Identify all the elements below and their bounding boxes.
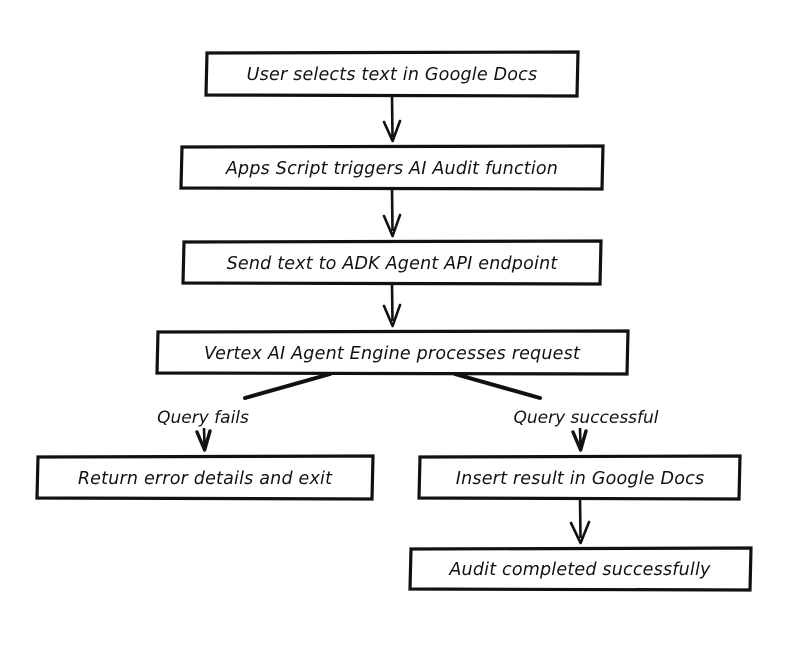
edge-apps-script-to-send-text bbox=[382, 188, 402, 238]
edge-send-text-to-vertex bbox=[382, 283, 402, 328]
node-audit-completed[interactable]: Audit completed successfully bbox=[408, 546, 753, 592]
branch-diagonal-line-right bbox=[453, 372, 542, 400]
edge-insert-result-to-audit-complete bbox=[569, 498, 591, 545]
edge-line bbox=[390, 95, 394, 138]
node-box-shape bbox=[155, 329, 630, 376]
arrow-head-icon bbox=[195, 429, 212, 452]
edge-label-query-successful: Query successful bbox=[513, 408, 658, 428]
arrow-head-icon bbox=[569, 520, 591, 545]
edge-vertex-to-insert-result: Query successful bbox=[453, 372, 659, 452]
node-box-shape bbox=[408, 546, 753, 592]
node-user-selects-text[interactable]: User selects text in Google Docs bbox=[204, 50, 580, 98]
branch-diagonal-line-left bbox=[243, 372, 332, 400]
node-vertex-ai-agent-engine[interactable]: Vertex AI Agent Engine processes request bbox=[155, 329, 630, 376]
node-insert-result-google-docs[interactable]: Insert result in Google Docs bbox=[417, 454, 742, 501]
node-box-shape bbox=[35, 454, 375, 501]
node-send-text-adk[interactable]: Send text to ADK Agent API endpoint bbox=[181, 239, 603, 286]
edge-label-query-fails: Query fails bbox=[157, 408, 249, 428]
edge-line bbox=[390, 283, 394, 322]
node-label: User selects text in Google Docs bbox=[247, 65, 538, 85]
edge-line-right-stem bbox=[578, 427, 582, 447]
edge-line bbox=[578, 498, 582, 539]
arrow-head-icon bbox=[382, 303, 402, 328]
node-label: Send text to ADK Agent API endpoint bbox=[227, 254, 559, 274]
edge-user-selects-to-apps-script bbox=[382, 95, 402, 143]
node-box-shape bbox=[417, 454, 742, 501]
arrow-head-icon bbox=[382, 119, 402, 143]
node-label: Apps Script triggers AI Audit function bbox=[225, 159, 558, 179]
node-label: Audit completed successfully bbox=[448, 560, 711, 580]
node-apps-script-trigger[interactable]: Apps Script triggers AI Audit function bbox=[179, 144, 605, 191]
edge-line-left-stem bbox=[202, 427, 206, 447]
node-box-shape bbox=[204, 50, 580, 98]
arrow-head-icon bbox=[571, 429, 588, 452]
arrow-head-icon bbox=[382, 213, 402, 238]
node-return-error-details[interactable]: Return error details and exit bbox=[35, 454, 375, 501]
node-label: Insert result in Google Docs bbox=[456, 469, 705, 489]
node-label: Return error details and exit bbox=[78, 469, 333, 489]
edge-vertex-to-return-error: Query fails bbox=[157, 372, 332, 452]
edge-line bbox=[390, 188, 394, 232]
node-label: Vertex AI Agent Engine processes request bbox=[204, 344, 581, 364]
node-box-shape bbox=[181, 239, 603, 286]
node-box-shape bbox=[179, 144, 605, 191]
